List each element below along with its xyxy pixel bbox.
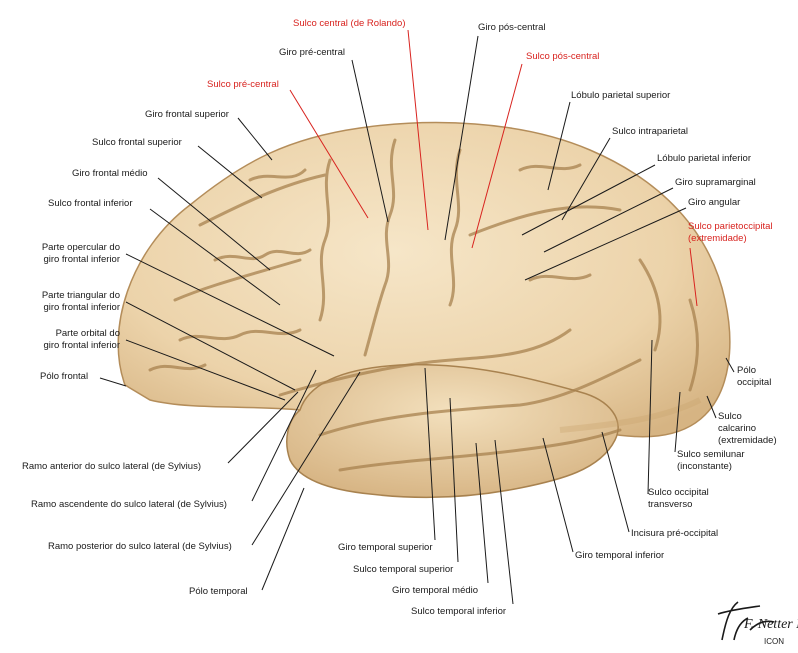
- label-ramo-ascendente: Ramo ascendente do sulco lateral (de Syl…: [31, 499, 227, 510]
- label-sulco-temporal-superior: Sulco temporal superior: [353, 564, 454, 575]
- leader-giro-pre-central: [351, 59, 389, 223]
- leader-incisura: [601, 431, 630, 533]
- label-sulco-semilunar: Sulco semilunar (inconstante): [677, 449, 745, 473]
- leader-giro-temporal-inferior: [542, 437, 574, 553]
- leader-sulco-parietooccipital: [689, 247, 698, 307]
- label-parte-triangular-line1: Parte triangular do: [41, 290, 120, 301]
- leader-sulco-frontal-inferior: [149, 208, 281, 306]
- label-ramo-anterior: Ramo anterior do sulco lateral (de Sylvi…: [22, 461, 201, 472]
- label-sulco-calcarino-line1: Sulco: [718, 411, 742, 422]
- leader-polo-temporal: [261, 487, 305, 591]
- leader-sulco-occipital: [647, 339, 653, 495]
- label-parte-orbital-line2: giro frontal inferior: [43, 340, 120, 351]
- leader-parte-orbital: [125, 339, 286, 401]
- leader-sulco-calcarino: [706, 395, 717, 419]
- leader-sulco-semilunar: [674, 391, 681, 453]
- label-giro-pos-central: Giro pós-central: [478, 22, 546, 33]
- label-ramo-posterior: Ramo posterior do sulco lateral (de Sylv…: [48, 541, 232, 552]
- label-giro-supramarginal: Giro supramarginal: [675, 177, 756, 188]
- leader-giro-angular: [524, 207, 687, 281]
- label-sulco-central: Sulco central (de Rolando): [293, 18, 406, 29]
- label-sulco-pos-central: Sulco pós-central: [526, 51, 600, 62]
- leader-lobulo-parietal-inferior: [521, 164, 656, 236]
- label-giro-angular: Giro angular: [688, 197, 741, 208]
- label-polo-occipital: Pólo occipital: [737, 365, 771, 389]
- label-polo-temporal: Pólo temporal: [189, 586, 248, 597]
- label-sulco-frontal-inferior: Sulco frontal inferior: [48, 198, 133, 209]
- label-sulco-calcarino-line3: (extremidade): [718, 435, 777, 446]
- leader-sulco-frontal-superior: [197, 145, 263, 199]
- label-sulco-calcarino: Sulco calcarino (extremidade): [718, 411, 777, 447]
- label-sulco-occipital-line1: Sulco occipital: [648, 487, 709, 498]
- label-parte-opercular: Parte opercular do giro frontal inferior: [42, 242, 120, 266]
- leader-giro-supramarginal: [543, 187, 674, 253]
- leader-giro-temporal-superior: [424, 367, 436, 541]
- leader-parte-triangular: [125, 301, 296, 391]
- label-parte-opercular-line1: Parte opercular do: [41, 242, 120, 253]
- label-sulco-temporal-inferior: Sulco temporal inferior: [411, 606, 507, 617]
- label-polo-occipital-line1: Pólo: [737, 365, 757, 376]
- leader-ramo-posterior: [251, 371, 361, 546]
- netter-signature: F. Netter M.D. ICON: [717, 601, 798, 646]
- label-sulco-intraparietal: Sulco intraparietal: [612, 126, 689, 137]
- label-polo-frontal: Pólo frontal: [40, 371, 89, 382]
- leader-parte-opercular: [125, 253, 335, 357]
- leader-polo-occipital: [725, 357, 735, 373]
- label-sulco-parietooccipital-line2: (extremidade): [688, 233, 747, 244]
- leader-ramo-ascendente: [251, 369, 317, 502]
- leader-giro-frontal-superior: [237, 117, 273, 161]
- leader-giro-frontal-medio: [157, 177, 271, 271]
- label-parte-opercular-line2: giro frontal inferior: [43, 254, 120, 265]
- leader-sulco-central: [407, 29, 429, 231]
- label-sulco-frontal-superior: Sulco frontal superior: [92, 137, 182, 148]
- label-sulco-parietooccipital-line1: Sulco parietoccipital: [688, 221, 773, 232]
- label-sulco-occipital-line2: transverso: [648, 499, 693, 510]
- label-parte-triangular: Parte triangular do giro frontal inferio…: [42, 290, 120, 314]
- label-giro-frontal-medio: Giro frontal médio: [72, 168, 148, 179]
- label-sulco-pre-central: Sulco pré-central: [207, 79, 279, 90]
- label-lobulo-parietal-superior: Lóbulo parietal superior: [571, 90, 671, 101]
- leader-polo-frontal: [99, 377, 127, 387]
- label-parte-orbital-line1: Parte orbital do: [55, 328, 120, 339]
- label-sulco-semilunar-line2: (inconstante): [677, 461, 732, 472]
- label-sulco-semilunar-line1: Sulco semilunar: [677, 449, 745, 460]
- svg-text:ICON: ICON: [764, 637, 784, 646]
- label-giro-temporal-superior: Giro temporal superior: [338, 542, 433, 553]
- leader-sulco-pos-central: [471, 63, 523, 249]
- label-sulco-parietooccipital: Sulco parietoccipital (extremidade): [688, 221, 773, 245]
- label-giro-pre-central: Giro pré-central: [279, 47, 345, 58]
- label-lobulo-parietal-inferior: Lóbulo parietal inferior: [657, 153, 752, 164]
- label-polo-occipital-line2: occipital: [737, 377, 772, 388]
- leader-ramo-anterior: [227, 391, 299, 464]
- cerebrum-shading: [559, 397, 702, 433]
- leader-lobulo-parietal-superior: [547, 101, 571, 191]
- leader-giro-temporal-medio: [475, 442, 489, 584]
- leader-sulco-intraparietal: [561, 137, 611, 221]
- leader-giro-pos-central: [444, 35, 479, 241]
- label-parte-triangular-line2: giro frontal inferior: [43, 302, 120, 313]
- label-incisura-pre-occipital: Incisura pré-occipital: [631, 528, 719, 539]
- leader-sulco-pre-central: [289, 89, 369, 219]
- svg-text:F. Netter M.D.: F. Netter M.D.: [743, 617, 798, 632]
- label-giro-frontal-superior: Giro frontal superior: [145, 109, 229, 120]
- label-giro-temporal-inferior: Giro temporal inferior: [575, 550, 665, 561]
- label-parte-orbital: Parte orbital do giro frontal inferior: [43, 328, 120, 352]
- label-giro-temporal-medio: Giro temporal médio: [392, 585, 479, 596]
- leader-sulco-temporal-superior: [449, 397, 459, 563]
- label-sulco-occipital-transverso: Sulco occipital transverso: [648, 487, 709, 511]
- leader-sulco-temporal-inferior: [494, 439, 514, 605]
- label-sulco-calcarino-line2: calcarino: [718, 423, 757, 434]
